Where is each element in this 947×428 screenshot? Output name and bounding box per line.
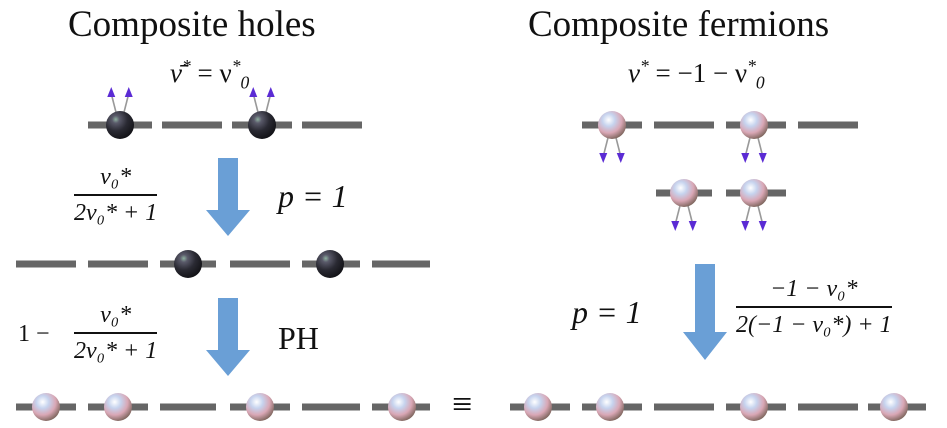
composite-fermion-particle	[598, 111, 626, 139]
spin-arrow-icon	[758, 221, 767, 231]
spin-arrow-icon	[266, 87, 275, 97]
left-filling-factor: ν̄* = ν*0	[170, 56, 250, 93]
composite-fermion-particle	[32, 393, 60, 421]
spin-arrow-icon	[107, 87, 116, 97]
title-composite-fermions: Composite fermions	[528, 4, 830, 45]
fraction-bar	[74, 332, 158, 334]
arrow-down-icon	[206, 298, 250, 376]
step1-denominator: 2ν₀* + 1	[74, 200, 158, 226]
step2-fraction: ν₀* 2ν₀* + 1	[74, 302, 158, 365]
composite-fermion-particle	[880, 393, 908, 421]
p-equals-1-top: p = 1	[278, 178, 348, 214]
spin-arrow-icon	[671, 221, 680, 231]
composite-fermion-particle	[246, 393, 274, 421]
nu-bar-symbol: ν̄	[170, 58, 182, 88]
zero-sub: 0	[755, 72, 765, 93]
right-denominator: 2(−1 − ν₀*) + 1	[736, 312, 892, 338]
composite-fermion-particle	[740, 393, 768, 421]
step2-denominator: 2ν₀* + 1	[74, 338, 158, 364]
zero-sub: 0	[240, 72, 250, 93]
step1-fraction: ν₀* 2ν₀* + 1	[74, 164, 158, 227]
nu-symbol: ν	[628, 58, 640, 88]
composite-fermion-particle	[670, 179, 698, 207]
arrow-down-icon	[683, 264, 727, 360]
composite-fermion-particle	[524, 393, 552, 421]
fraction-bar	[736, 306, 892, 308]
spin-arrow-icon	[599, 153, 608, 163]
step1-numerator: ν₀*	[100, 164, 132, 190]
right-fraction: −1 − ν₀* 2(−1 − ν₀*) + 1	[736, 276, 892, 339]
composite-hole-particle	[248, 111, 276, 139]
spin-arrow-icon	[616, 153, 625, 163]
title-composite-holes: Composite holes	[68, 4, 316, 45]
composite-fermion-particle	[104, 393, 132, 421]
step2-numerator: ν₀*	[100, 302, 132, 328]
composite-fermion-particle	[596, 393, 624, 421]
flow-arrows	[206, 158, 727, 376]
composite-fermion-particle	[388, 393, 416, 421]
right-filling-factor: ν* = −1 − ν*0	[628, 56, 765, 93]
spin-arrow-icon	[741, 221, 750, 231]
spin-arrow-icon	[249, 87, 258, 97]
composite-fermion-particle	[740, 111, 768, 139]
arrow-down-icon	[206, 158, 250, 236]
composite-hole-particle	[174, 250, 202, 278]
spin-arrow-icon	[758, 153, 767, 163]
step2-prefix: 1 −	[18, 321, 50, 347]
star-sup: *	[639, 56, 649, 76]
particle-hole-label: PH	[278, 320, 319, 356]
landau-levels	[16, 121, 926, 411]
fraction-bar	[74, 194, 158, 196]
spin-arrow-icon	[124, 87, 133, 97]
star-sup: *	[231, 56, 241, 76]
spin-arrow-icon	[688, 221, 697, 231]
particles	[32, 87, 908, 421]
equivalence-symbol: ≡	[452, 384, 473, 424]
star-sup: *	[747, 56, 756, 76]
right-numerator: −1 − ν₀*	[770, 276, 858, 302]
spin-arrow-icon	[741, 153, 750, 163]
p-equals-1-bottom: p = 1	[572, 294, 642, 330]
star-sup: *	[181, 56, 191, 76]
composite-fermion-particle	[740, 179, 768, 207]
right-filling-rhs: = −1 − ν	[655, 58, 748, 88]
composite-hole-particle	[316, 250, 344, 278]
composite-hole-particle	[106, 111, 134, 139]
left-filling-rhs: = ν	[197, 58, 232, 88]
